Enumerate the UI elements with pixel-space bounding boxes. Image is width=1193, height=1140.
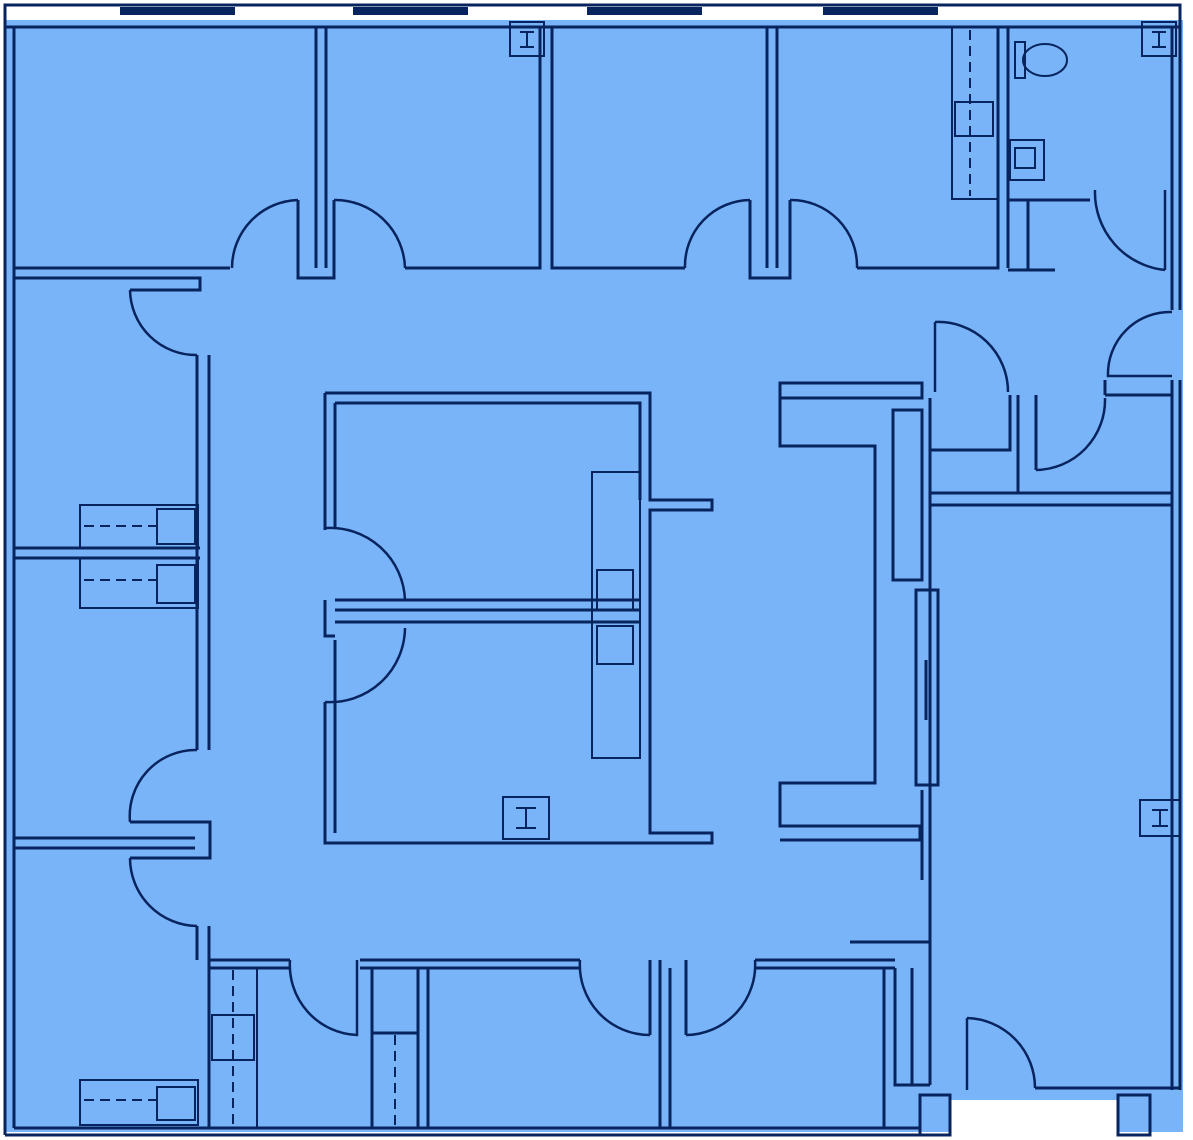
- bottom-offices: [208, 940, 1037, 1129]
- desk-chair-icon: [156, 508, 196, 545]
- column-markers: [502, 21, 1181, 840]
- column-marker-icon: [1139, 799, 1181, 837]
- column-marker-icon: [502, 796, 550, 840]
- floor-area: [5, 20, 1183, 1132]
- column-marker-icon: [509, 21, 545, 57]
- desk-chair-icon: [596, 625, 634, 665]
- right-offices: [778, 320, 1172, 1085]
- column-marker-icon: [1141, 21, 1177, 57]
- toilet-icon: [1022, 43, 1068, 77]
- entrance-gap: [950, 1100, 1118, 1140]
- desk-chair-icon: [156, 564, 196, 604]
- top-offices: [14, 27, 1173, 378]
- desk-chair-icon: [211, 1014, 255, 1061]
- exterior-walls: [3, 3, 1182, 1137]
- desk-chair-icon: [954, 101, 994, 137]
- desk-chair-icon: [156, 1086, 196, 1121]
- desk-chair-icon: [596, 569, 634, 611]
- restroom: [951, 26, 1068, 200]
- sink-icon: [1009, 139, 1045, 181]
- left-offices: [14, 289, 212, 1128]
- central-offices: [323, 391, 714, 845]
